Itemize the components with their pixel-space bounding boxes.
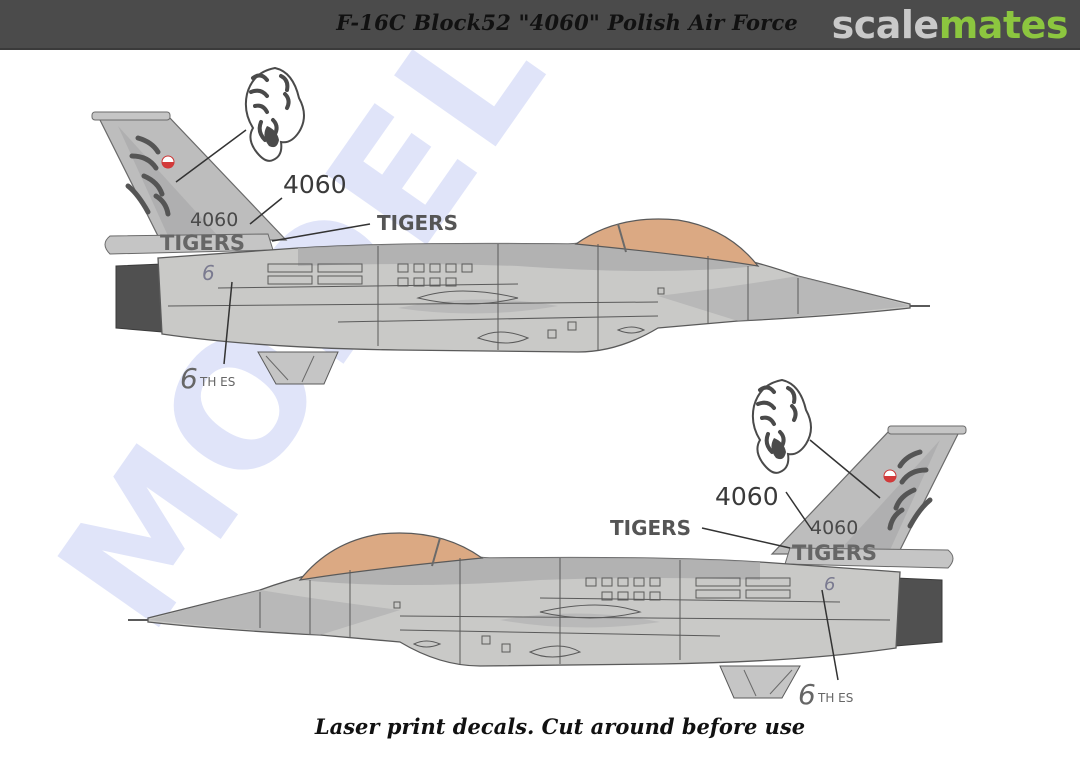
top-serial-callout: 4060 bbox=[283, 170, 347, 199]
top-6th-suffix: TH ES bbox=[199, 375, 235, 389]
top-6th-numeral: 6 bbox=[180, 362, 198, 395]
top-emblem bbox=[243, 66, 306, 163]
bottom-6th-numeral: 6 bbox=[798, 678, 816, 711]
bottom-fuselage-tigers: TIGERS bbox=[792, 541, 877, 565]
scalemates-logo[interactable]: scalemates bbox=[831, 0, 1069, 50]
tiger-head-icon bbox=[750, 378, 813, 475]
bottom-fuselage-6th: 6 bbox=[824, 574, 835, 595]
fuselage-tigers: TIGERS bbox=[160, 231, 245, 255]
fuselage-6th: 6 bbox=[202, 261, 215, 285]
aircraft-top-profile: 4060 TIGERS 6 bbox=[92, 112, 930, 384]
bottom-tigers-callout: TIGERS bbox=[610, 516, 691, 540]
bottom-6th-suffix: TH ES bbox=[817, 691, 853, 705]
top-tigers-callout: TIGERS bbox=[377, 211, 458, 235]
brand-mates: mates bbox=[938, 3, 1069, 47]
bottom-serial-callout: 4060 bbox=[715, 482, 779, 511]
sheet-title: F-16C Block52 "4060" Polish Air Force bbox=[336, 10, 798, 35]
bottom-emblem bbox=[750, 378, 813, 475]
tiger-head-icon bbox=[243, 66, 306, 163]
tail-serial: 4060 bbox=[190, 209, 238, 231]
title-bar: F-16C Block52 "4060" Polish Air Force sc… bbox=[0, 0, 1080, 50]
usage-note: Laser print decals. Cut around before us… bbox=[314, 714, 806, 739]
brand-scale: scale bbox=[831, 3, 940, 47]
bottom-tail-serial: 4060 bbox=[810, 517, 858, 539]
